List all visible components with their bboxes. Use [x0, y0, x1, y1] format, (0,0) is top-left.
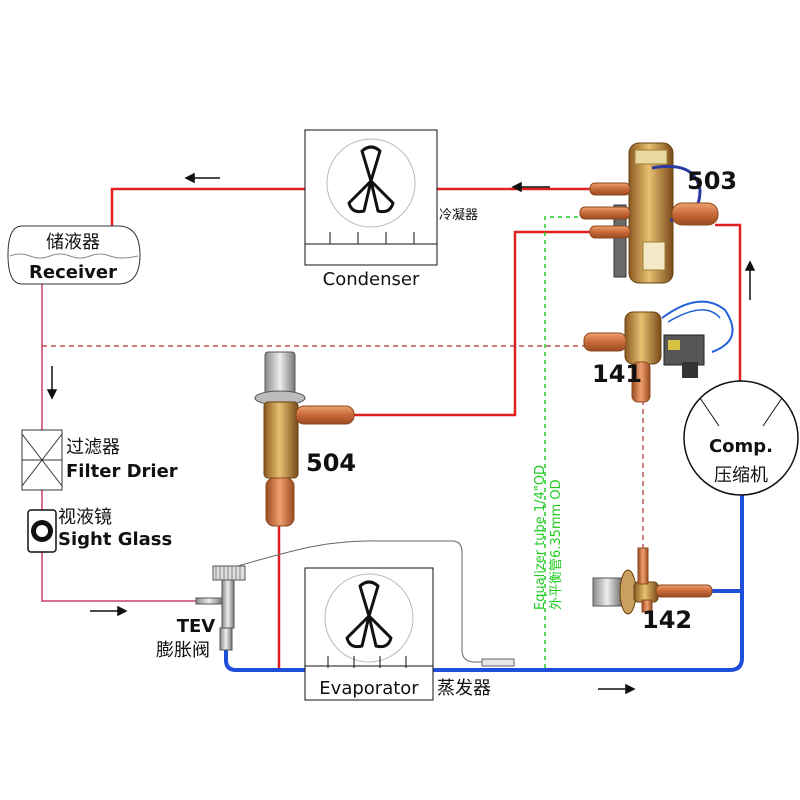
valve-503: 503 [579, 142, 737, 284]
sight-glass-cn-label: 视液镜 [58, 507, 112, 528]
equalizer-label-cn: 外平衡管6.35mm OD [549, 479, 564, 610]
pilot-line [42, 345, 644, 548]
condenser: Condenser 冷凝器 [304, 129, 478, 290]
compressor-label: Comp. [709, 436, 773, 457]
equalizer-label-en: Equalizer tube 1/4"OD [533, 465, 548, 610]
sight-glass-label: Sight Glass [58, 529, 172, 550]
arrow-right-icon [598, 683, 636, 695]
arrow-right-icon [90, 605, 128, 617]
equalizer-tube [544, 216, 590, 668]
arrow-up-icon [744, 260, 756, 300]
tev-valve: TEV 膨胀阀 [156, 565, 246, 661]
tev-label: TEV [177, 616, 216, 637]
compressor-cn-label: 压缩机 [714, 465, 768, 486]
liquid-lines [41, 284, 196, 602]
valve-503-label: 503 [687, 167, 737, 195]
filter-drier: 过滤器 Filter Drier [21, 429, 178, 491]
compressor: Comp. 压缩机 [683, 380, 799, 496]
valve-141-label: 141 [592, 360, 642, 388]
equalizer-label: Equalizer tube 1/4"OD 外平衡管6.35mm OD [533, 465, 564, 610]
evaporator: Evaporator 蒸发器 [304, 567, 491, 701]
sight-glass: 视液镜 Sight Glass [27, 507, 172, 553]
valve503-to-valve504-line [352, 230, 590, 417]
evaporator-cn-label: 蒸发器 [437, 678, 491, 699]
valve503-to-compressor-line [715, 223, 742, 392]
valve-504-label: 504 [306, 449, 356, 477]
valve-142-label: 142 [642, 606, 692, 634]
suction-line [224, 480, 744, 672]
flow-arrows [46, 172, 756, 695]
receiver: 储液器 Receiver [7, 225, 141, 285]
sensing-bulb [481, 658, 515, 667]
evaporator-label: Evaporator [319, 678, 419, 699]
capillary-tube [237, 540, 482, 663]
arrow-left-icon [511, 181, 550, 193]
condenser-to-receiver-line [110, 187, 305, 226]
arrow-left-icon [184, 172, 220, 184]
arrow-down-icon [46, 366, 58, 400]
condenser-label: Condenser [323, 269, 420, 290]
discharge-lines [110, 187, 742, 668]
receiver-label: Receiver [29, 262, 117, 283]
valve-504: 504 [254, 351, 356, 527]
filter-label: Filter Drier [66, 461, 178, 482]
condenser-cn-label: 冷凝器 [439, 207, 478, 223]
tev-cn-label: 膨胀阀 [156, 640, 210, 661]
filter-cn-label: 过滤器 [66, 437, 120, 458]
fan-icon [347, 145, 395, 214]
sight-to-tev-line [41, 552, 196, 602]
valve-142: 142 [592, 547, 713, 634]
receiver-cn-label: 储液器 [46, 232, 100, 253]
valve-141: 141 [583, 300, 734, 403]
fan-icon [345, 580, 393, 649]
